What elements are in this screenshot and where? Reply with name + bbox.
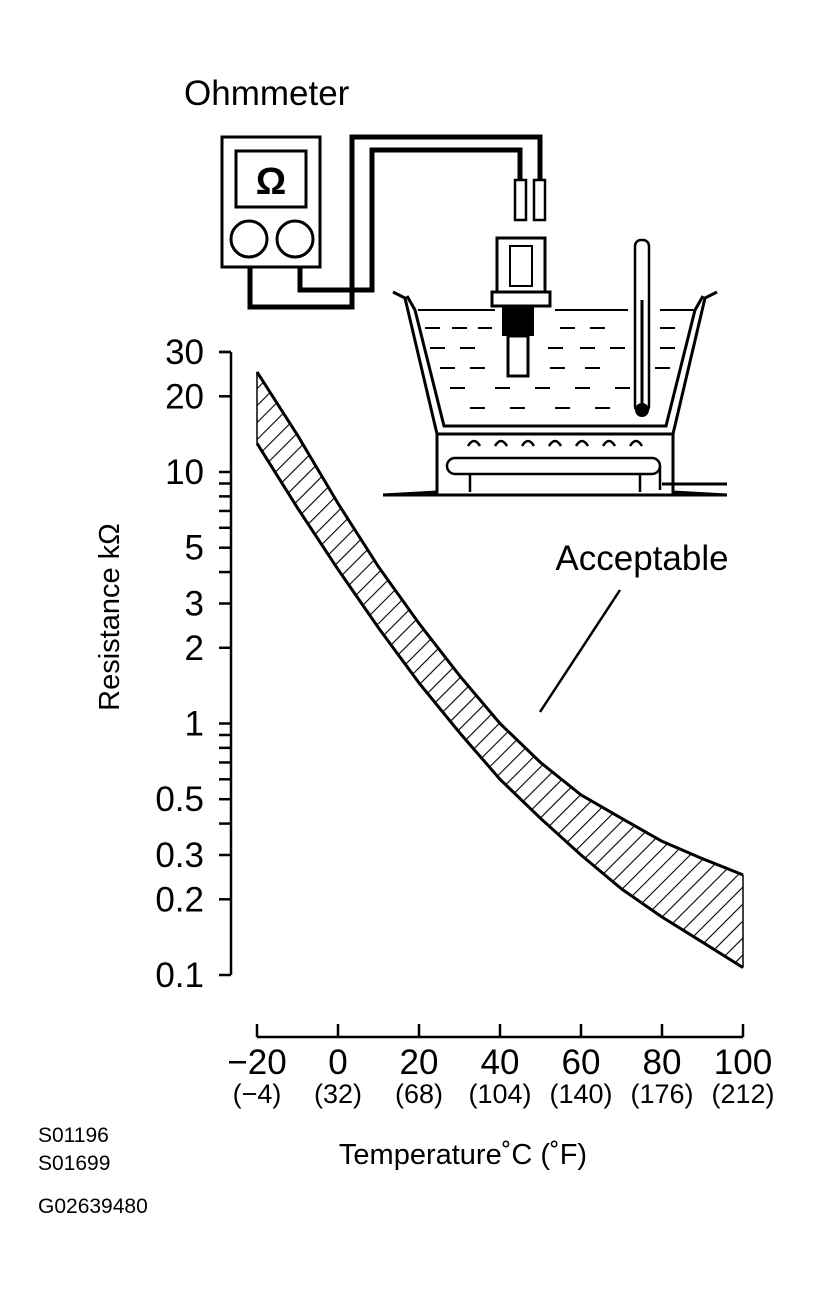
terminal-right (275, 219, 315, 259)
y-tick-label: 3 (185, 585, 204, 624)
x-tick-label-celsius: 60 (562, 1043, 601, 1082)
x-tick-label-fahrenheit: (32) (314, 1079, 362, 1109)
coolant-sensor (490, 236, 552, 378)
acceptable-annotation: Acceptable (555, 539, 728, 578)
water-bath (382, 290, 728, 497)
x-tick-label-fahrenheit: (68) (395, 1079, 443, 1109)
x-tick-label-celsius: 0 (328, 1043, 347, 1082)
ohm-symbol: Ω (256, 161, 286, 203)
y-tick-label: 10 (165, 453, 204, 492)
ohmmeter-label: Ohmmeter (184, 74, 350, 113)
annotation-leader-line (538, 589, 622, 713)
x-tick-label-fahrenheit: (104) (468, 1079, 531, 1109)
figure-code-2: S01699 (38, 1152, 110, 1175)
acceptable-band-lower-line (255, 442, 744, 969)
x-tick-label-fahrenheit: (140) (549, 1079, 612, 1109)
thermometer (633, 238, 651, 417)
y-tick-label: 0.2 (155, 880, 204, 919)
x-tick-label-fahrenheit: (212) (711, 1079, 774, 1109)
x-tick-label-celsius: 80 (643, 1043, 682, 1082)
figure-codes: S01196 S01699 G02639480 (38, 1124, 148, 1218)
acceptable-band-fill (257, 371, 743, 968)
figure-code-3: G02639480 (38, 1195, 148, 1218)
x-tick-label-celsius: 100 (714, 1043, 772, 1082)
test-leads (247, 134, 543, 310)
x-axis-label: Temperature˚C (˚F) (339, 1139, 587, 1171)
y-axis-label: Resistance kΩ (94, 523, 126, 711)
y-tick-label: 0.1 (155, 956, 204, 995)
x-tick-label-celsius: 20 (400, 1043, 439, 1082)
y-tick-label: 20 (165, 377, 204, 416)
ohmmeter-device: Ω (220, 135, 322, 269)
ohmmeter-display (234, 149, 308, 209)
ohmmeter-diagram: Ohmmeter Ω (184, 74, 728, 497)
y-tick-label: 5 (185, 529, 204, 568)
x-tick-label-celsius: −20 (227, 1043, 286, 1082)
x-tick-label-celsius: 40 (481, 1043, 520, 1082)
y-axis-ticks: 30 20 10 5 3 2 1 0.5 0.3 0.2 0.1 (155, 333, 231, 995)
x-axis-ticks: −20(−4) 0(32) 20(68) 40(104) 60(140) 80(176) 1… (227, 1024, 775, 1109)
y-tick-label: 0.5 (155, 780, 204, 819)
terminal-left (229, 219, 269, 259)
x-tick-label-fahrenheit: (−4) (233, 1079, 282, 1109)
y-tick-label: 30 (165, 333, 204, 372)
y-tick-label: 2 (185, 629, 204, 668)
y-tick-label: 0.3 (155, 836, 204, 875)
figure-code-1: S01196 (38, 1124, 109, 1147)
y-tick-label: 1 (185, 704, 204, 743)
acceptable-band-upper-line (255, 371, 744, 877)
x-tick-label-fahrenheit: (176) (630, 1079, 693, 1109)
heater-coil (445, 439, 662, 492)
water-surface (418, 309, 695, 409)
